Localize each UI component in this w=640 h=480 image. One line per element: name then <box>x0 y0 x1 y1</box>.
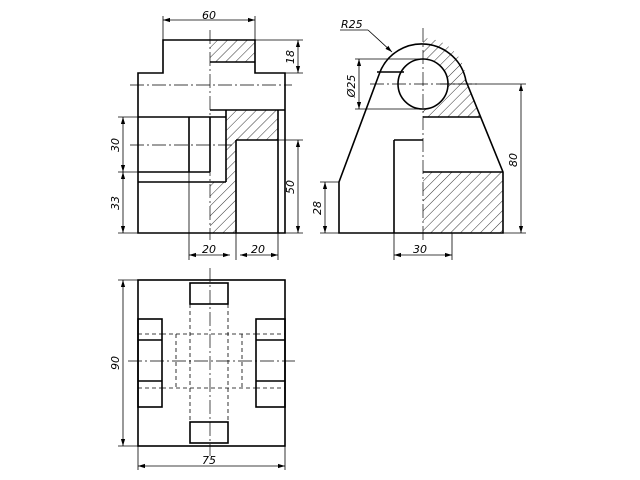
dim-side-total-height: 80 <box>507 153 520 167</box>
dim-front-bottom-left: 20 <box>202 243 216 256</box>
dim-front-top-width: 60 <box>202 9 216 22</box>
dim-side-radius: R25 <box>341 18 363 31</box>
dim-front-lower-height: 33 <box>109 196 122 210</box>
side-view <box>338 28 504 240</box>
side-outline <box>338 43 504 234</box>
front-view <box>130 30 292 240</box>
plan-right-pad <box>255 318 286 408</box>
dim-plan-height: 90 <box>109 356 122 370</box>
plan-top-pad <box>189 282 229 305</box>
dim-front-bottom-right: 20 <box>251 243 265 256</box>
plan-dimensions: 90 75 <box>109 279 286 470</box>
front-hatch-middle <box>210 110 278 233</box>
dim-front-slot-height: 50 <box>284 180 297 194</box>
dim-side-base-height: 28 <box>311 201 324 215</box>
dim-side-bottom-width: 30 <box>413 243 427 256</box>
front-dimensions: 60 18 30 33 50 20 20 <box>109 9 303 260</box>
side-hatch-base <box>423 172 503 233</box>
plan-view <box>128 268 295 456</box>
dim-plan-width: 75 <box>202 454 216 467</box>
dim-front-hole-height: 30 <box>109 138 122 152</box>
plan-bottom-pad <box>189 421 229 444</box>
dim-side-hole-dia: Ø25 <box>345 75 358 99</box>
front-hatch-top <box>210 40 255 62</box>
plan-left-pad <box>137 318 163 408</box>
plan-outline <box>137 279 286 447</box>
side-dimensions: R25 Ø25 80 28 30 <box>311 18 526 260</box>
dim-front-top-height: 18 <box>284 50 297 64</box>
